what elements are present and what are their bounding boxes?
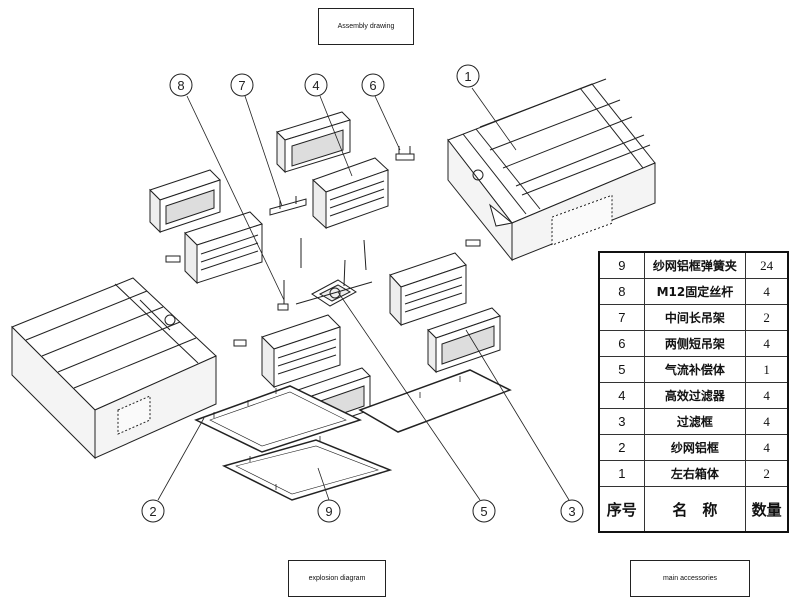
row-name: M12固定丝杆	[643, 278, 747, 305]
row-name: 中间长吊架	[643, 304, 747, 331]
table-header-row: 序号 名 称 数量	[598, 486, 789, 533]
main-accessories-label: main accessories	[662, 575, 718, 582]
row-quantity: 1	[745, 356, 789, 383]
callout-2-label: 2	[149, 504, 156, 519]
table-row: 9 纱网铝框弹簧夹 24	[598, 251, 789, 279]
row-name: 纱网铝框弹簧夹	[643, 251, 747, 279]
callout-9: 9	[317, 499, 341, 523]
header-name: 名 称	[643, 486, 747, 533]
hepa-filter-unit-1	[312, 157, 389, 230]
table-row: 5 气流补偿体 1	[598, 356, 789, 383]
callout-4-label: 4	[312, 78, 319, 93]
long-hanger	[269, 196, 307, 216]
callout-1-label: 1	[464, 69, 471, 84]
table-row: 6 两侧短吊架 4	[598, 330, 789, 357]
table-row: 8 M12固定丝杆 4	[598, 278, 789, 305]
mesh-frame-right	[358, 369, 512, 433]
header-quantity: 数量	[745, 486, 789, 533]
row-name: 左右箱体	[643, 460, 747, 487]
callout-8-label: 8	[177, 78, 184, 93]
small-brackets	[165, 239, 481, 347]
hepa-filter-unit-4	[261, 314, 341, 389]
callout-5-label: 5	[480, 504, 487, 519]
accessories-table: 9 纱网铝框弹簧夹 24 8 M12固定丝杆 4 7 中间长吊架 2 6 两侧短…	[598, 251, 789, 533]
spring-clips	[213, 376, 461, 490]
right-box-body	[447, 78, 656, 262]
callout-4: 4	[304, 73, 328, 97]
row-name: 过滤框	[643, 408, 747, 435]
title-box: Assembly drawing	[318, 8, 414, 45]
callout-9-label: 9	[325, 504, 332, 519]
row-quantity: 4	[745, 408, 789, 435]
row-name: 气流补偿体	[643, 356, 747, 383]
table-row: 3 过滤框 4	[598, 408, 789, 435]
callout-6: 6	[361, 73, 385, 97]
row-quantity: 2	[745, 460, 789, 487]
row-number: 7	[598, 304, 645, 331]
row-number: 3	[598, 408, 645, 435]
row-number: 8	[598, 278, 645, 305]
callout-5: 5	[472, 499, 496, 523]
row-number: 4	[598, 382, 645, 409]
row-quantity: 4	[745, 330, 789, 357]
explosion-diagram-box: explosion diagram	[288, 560, 386, 597]
row-number: 9	[598, 251, 645, 279]
row-quantity: 4	[745, 434, 789, 461]
row-name: 两侧短吊架	[643, 330, 747, 357]
airflow-compensator	[295, 279, 373, 307]
explosion-diagram-label: explosion diagram	[308, 575, 366, 582]
leader-lines	[157, 87, 570, 501]
mesh-frame-bottom	[221, 439, 393, 501]
hepa-filter-unit-3	[389, 252, 467, 327]
callout-7-label: 7	[238, 78, 245, 93]
row-quantity: 24	[745, 251, 789, 279]
callout-7: 7	[230, 73, 254, 97]
row-number: 6	[598, 330, 645, 357]
callout-8: 8	[169, 73, 193, 97]
table-row: 1 左右箱体 2	[598, 460, 789, 487]
drawing-title: Assembly drawing	[337, 23, 395, 30]
table-row: 2 纱网铝框 4	[598, 434, 789, 461]
callout-6-label: 6	[369, 78, 376, 93]
callout-3: 3	[560, 499, 584, 523]
row-name: 高效过滤器	[643, 382, 747, 409]
row-number: 5	[598, 356, 645, 383]
header-number: 序号	[598, 486, 645, 533]
fixing-rods	[277, 238, 367, 311]
table-row: 4 高效过滤器 4	[598, 382, 789, 409]
row-number: 2	[598, 434, 645, 461]
callout-1: 1	[456, 64, 480, 88]
filter-frame-top	[276, 111, 351, 174]
left-box-body	[11, 277, 217, 460]
filter-frame-lower-right	[427, 307, 501, 374]
main-accessories-box: main accessories	[630, 560, 750, 597]
row-number: 1	[598, 460, 645, 487]
mesh-frame-left	[194, 385, 362, 453]
hepa-filter-unit-2	[184, 211, 263, 285]
callout-2: 2	[141, 499, 165, 523]
row-quantity: 4	[745, 278, 789, 305]
row-quantity: 4	[745, 382, 789, 409]
row-name: 纱网铝框	[643, 434, 747, 461]
callout-3-label: 3	[568, 504, 575, 519]
filter-frame-left	[149, 169, 221, 234]
row-quantity: 2	[745, 304, 789, 331]
table-row: 7 中间长吊架 2	[598, 304, 789, 331]
